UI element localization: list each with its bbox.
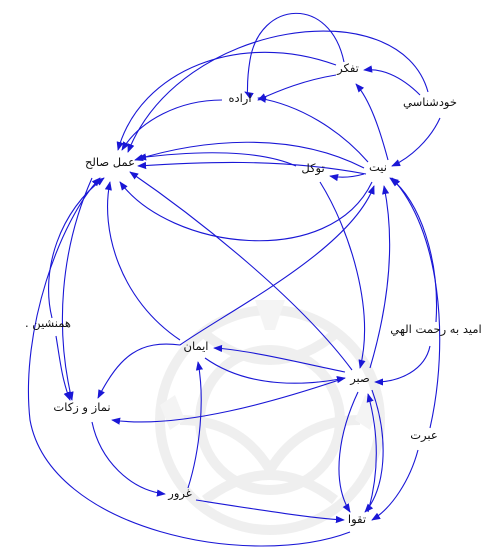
edge-ebrat-niyat (391, 177, 441, 429)
node-label-ghorur: غرور (167, 486, 191, 501)
edge-sabr-taqva-2 (364, 389, 384, 513)
node-label-namaz: نماز و زكات (53, 400, 110, 415)
edge-taqva-sabr (366, 393, 377, 513)
edge-khodshenasi-tafakkor (363, 65, 421, 96)
node-label-niyat: نيت (369, 160, 387, 174)
node-label-omid: اميد به رحمت الهي (390, 322, 481, 337)
node-label-khodshenasi: خودشناسي (403, 95, 457, 110)
edge-namaz-ghorur (91, 421, 166, 497)
edge-tafakkor-amal (116, 51, 337, 151)
edge-niyat-erade (257, 95, 369, 163)
edge-sabr-taqva (338, 391, 359, 513)
edge-sabr-niyat (369, 185, 391, 369)
edge-omid-niyat (389, 177, 438, 323)
node-label-ebrat: عبرت (410, 428, 438, 443)
edge-iman-sabr (204, 357, 346, 384)
node-label-amal: عمل صالح (85, 155, 135, 169)
edge-tavakkol-amal (137, 152, 297, 167)
edge-erade-amal (121, 99, 223, 151)
edge-khodshenasi-niyat (391, 117, 441, 167)
edge-sabr-iman (213, 344, 346, 373)
labels-layer: عمل صالح اراده تفكر خودشناسي نيت توكل همنشين .… (25, 61, 482, 527)
edge-niyat-amal-1 (134, 141, 365, 169)
edge-ghorur-iman (187, 361, 204, 489)
watermark-seal (155, 300, 385, 535)
edges-layer (27, 12, 441, 547)
edge-ebrat-taqva (371, 449, 419, 521)
edge-tafakkor-erade (257, 74, 337, 101)
edge-niyat-tafakkor (355, 83, 389, 161)
node-label-iman: ايمان (184, 339, 209, 353)
edge-ghorur-taqva (195, 499, 345, 524)
edge-niyat-tavakkol (329, 173, 365, 182)
node-label-hamneshin: همنشين . (25, 316, 71, 331)
node-label-tavakkol: توكل (301, 161, 324, 176)
node-label-erade: اراده (228, 91, 251, 106)
edge-iman-niyat (179, 185, 375, 346)
edge-hamneshin-amal (48, 177, 105, 319)
edge-omid-sabr (374, 345, 431, 386)
edge-tavakkol-sabr (319, 181, 366, 369)
edge-niyat-amal-2 (137, 161, 367, 175)
edge-iman-amal (104, 181, 181, 341)
edge-taqva-amal (27, 177, 351, 547)
node-label-tafakkor: تفكر (336, 61, 359, 76)
edge-khodshenasi-amal (127, 30, 429, 153)
node-label-taqva: تقوا (348, 512, 366, 527)
edge-sabr-namaz (111, 377, 346, 425)
node-label-sabr: صبر (349, 371, 370, 386)
edge-niyat-amal-3 (119, 181, 373, 242)
edge-iman-namaz (97, 343, 181, 399)
edge-amal-namaz (61, 177, 93, 401)
edge-sabr-amal (129, 171, 353, 371)
edge-tafakkor-khodshenasi-top (244, 12, 345, 100)
